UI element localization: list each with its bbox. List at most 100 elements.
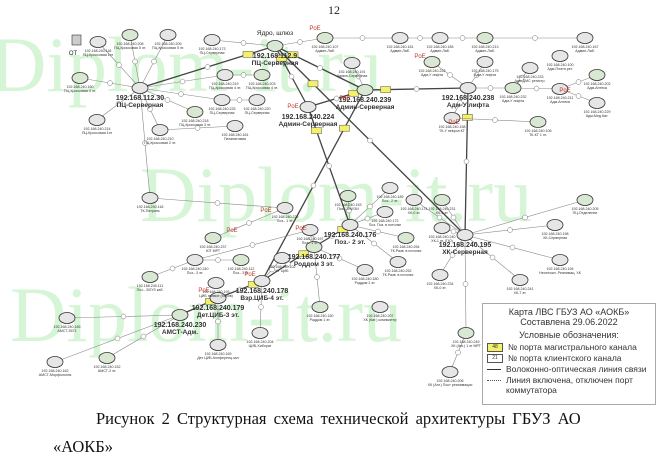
switch-node[interactable] (89, 36, 107, 48)
switch-node[interactable] (576, 194, 594, 206)
switch-node[interactable] (511, 274, 529, 286)
switch-node[interactable] (343, 57, 361, 69)
fiber-marker-icon (487, 85, 494, 91)
switch-icon (576, 194, 594, 206)
switch-name: АМСТ-Морфология (39, 373, 72, 377)
switch-node[interactable] (316, 32, 334, 44)
switch-icon (46, 356, 64, 368)
switch-node[interactable] (276, 202, 294, 214)
switch-node[interactable] (209, 292, 227, 304)
switch-ip: 192.168.112.9 (253, 53, 297, 60)
switch-node[interactable] (98, 352, 116, 364)
switch-node[interactable] (588, 69, 606, 81)
switch-node[interactable] (389, 256, 407, 268)
switch-ip: 192.168.240.205 (572, 207, 599, 211)
switch-node[interactable] (376, 206, 394, 218)
switch-node[interactable] (433, 222, 451, 234)
fiber-marker-icon (288, 73, 295, 80)
switch-name: Админ-Серверная (336, 104, 395, 111)
switch-node[interactable] (476, 32, 494, 44)
switch-name: Админ-Лаб. (390, 49, 410, 53)
switch-node[interactable] (141, 192, 159, 204)
switch-node[interactable] (457, 327, 475, 339)
switch-node[interactable] (248, 94, 266, 106)
switch-node[interactable] (141, 271, 159, 283)
switch-node[interactable] (266, 40, 284, 52)
switch-icon (431, 32, 449, 44)
switch-node[interactable] (431, 269, 449, 281)
switch-node[interactable] (71, 72, 89, 84)
switch-node[interactable] (504, 82, 522, 94)
switch-ip: 192.168.240.152 (94, 365, 121, 369)
switch-node[interactable] (423, 56, 441, 68)
switch-node[interactable] (209, 339, 227, 351)
switch-node[interactable] (431, 32, 449, 44)
switch-node[interactable] (551, 254, 569, 266)
switch-icon (253, 275, 271, 287)
switch-node[interactable] (121, 29, 139, 41)
fiber-marker-icon (336, 255, 343, 262)
switch-ip: 192.168.240.191 (339, 70, 366, 74)
fiber-marker-icon (107, 80, 113, 86)
switch-node[interactable] (546, 219, 564, 231)
switch-node[interactable] (273, 252, 291, 264)
switch-node[interactable] (159, 29, 177, 41)
switch-node[interactable] (441, 366, 459, 378)
switch-node[interactable] (381, 182, 399, 194)
switch-icon (207, 277, 225, 289)
switch-node[interactable] (171, 309, 189, 321)
switch-node[interactable] (46, 356, 64, 368)
switch-node[interactable] (151, 124, 169, 136)
fiber-marker-icon (533, 85, 540, 92)
switch-node[interactable] (311, 301, 329, 313)
switch-node[interactable] (216, 69, 234, 81)
fiber-marker-icon (329, 233, 335, 239)
switch-node[interactable] (305, 241, 323, 253)
switch-ip: 192.168.240.167 (572, 45, 599, 49)
switch-ip: 192.168.240.224 (282, 114, 335, 121)
fiber-marker-icon (297, 39, 303, 45)
switch-node[interactable] (88, 114, 106, 126)
fiber-marker-icon (489, 254, 496, 261)
switch-node[interactable] (551, 50, 569, 62)
switch-node[interactable] (391, 32, 409, 44)
switch-node[interactable] (551, 83, 569, 95)
switch-icon (381, 182, 399, 194)
switch-node[interactable] (226, 120, 244, 132)
switch-name: ХК-7 эт. (514, 291, 527, 295)
switch-node[interactable] (371, 301, 389, 313)
switch-node[interactable] (213, 94, 231, 106)
switch-node[interactable] (232, 254, 250, 266)
switch-node[interactable] (433, 194, 451, 206)
switch-node[interactable] (204, 232, 222, 244)
fiber-marker-icon (314, 274, 320, 280)
switch-node[interactable] (186, 106, 204, 118)
switch-node[interactable] (456, 229, 474, 241)
switch-ip: 192.168.240.195 (439, 242, 492, 249)
switch-node[interactable] (397, 232, 415, 244)
switch-node[interactable] (405, 194, 423, 206)
switch-node[interactable] (253, 69, 271, 81)
switch-node[interactable] (301, 224, 319, 236)
switch-node[interactable] (203, 34, 221, 46)
switch-node[interactable] (299, 101, 317, 113)
switch-node[interactable] (356, 84, 374, 96)
switch-node[interactable] (131, 82, 149, 94)
switch-node[interactable] (588, 97, 606, 109)
switch-node[interactable] (251, 327, 269, 339)
switch-node[interactable] (443, 112, 461, 124)
switch-node[interactable] (529, 116, 547, 128)
switch-node[interactable] (356, 264, 374, 276)
switch-node[interactable] (186, 254, 204, 266)
switch-node[interactable] (576, 32, 594, 44)
switch-ip: 192.168.240.225 (209, 107, 236, 111)
switch-node[interactable] (58, 312, 76, 324)
switch-node[interactable] (207, 277, 225, 289)
switch-node[interactable] (253, 275, 271, 287)
switch-node[interactable] (521, 62, 539, 74)
switch-node[interactable] (459, 82, 477, 94)
switch-node[interactable] (476, 56, 494, 68)
switch-node[interactable] (339, 190, 357, 202)
switch-icon (588, 69, 606, 81)
switch-node[interactable] (341, 219, 359, 231)
